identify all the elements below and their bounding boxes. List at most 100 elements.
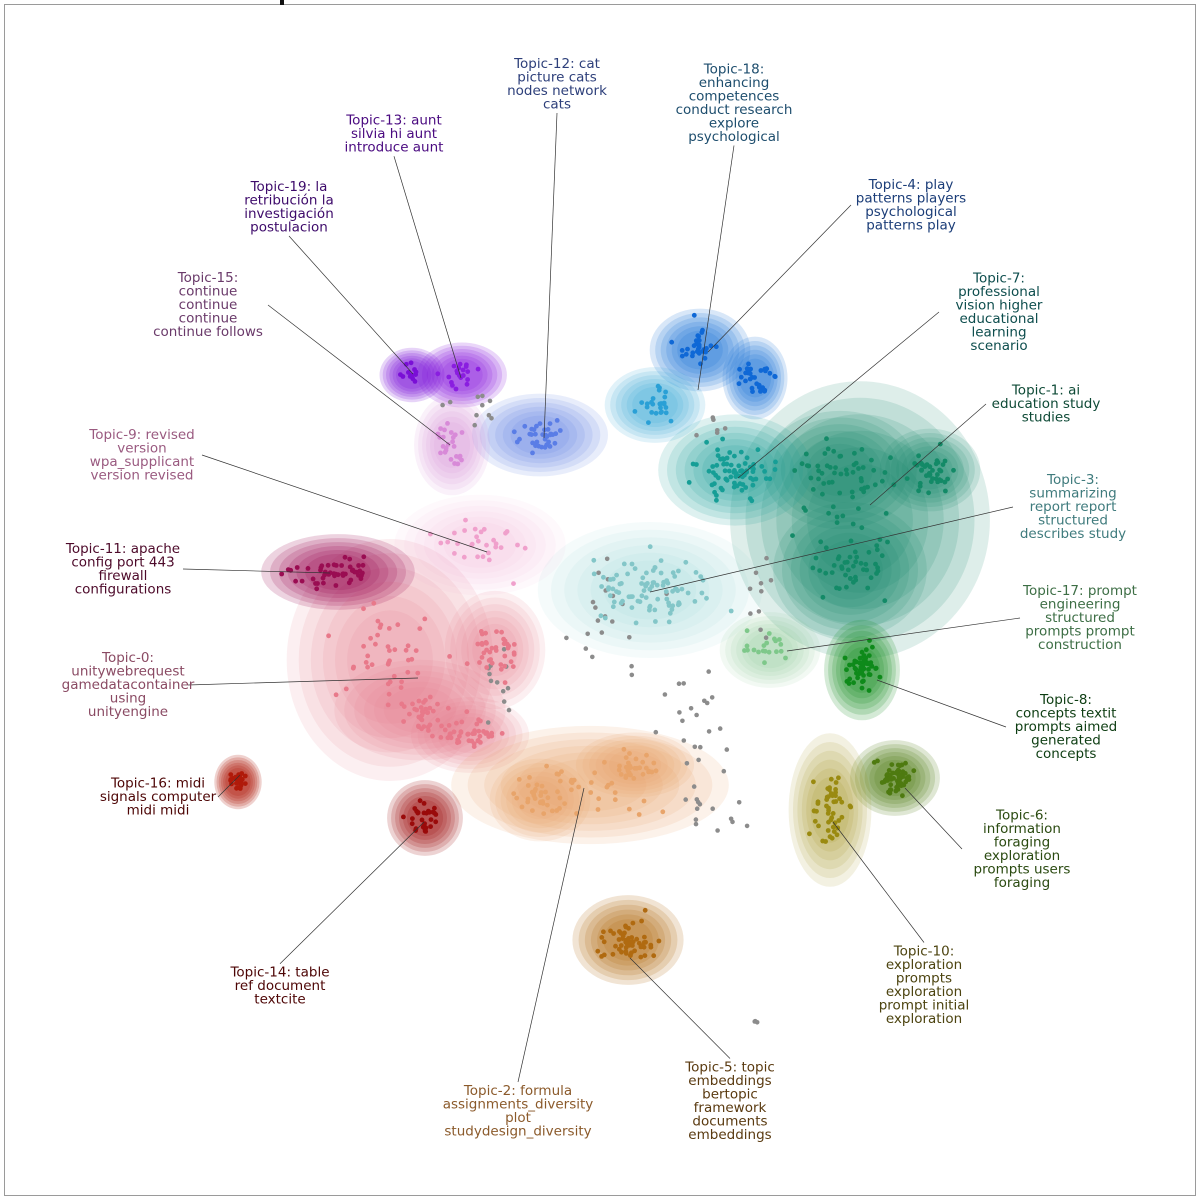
topic-1-point xyxy=(821,481,827,486)
topic-1-point xyxy=(844,584,849,590)
outlier-point xyxy=(711,417,716,423)
topic-10-point xyxy=(848,804,854,810)
topic-0-point xyxy=(508,659,514,665)
topic-1-point xyxy=(834,585,839,591)
topic-15-point xyxy=(450,439,455,445)
topic-2-label-line: studydesign_diversity xyxy=(444,1123,591,1139)
topic-1-point xyxy=(843,467,849,473)
outlier-point xyxy=(629,663,634,669)
topic-0-point xyxy=(365,664,370,670)
topic-1-point xyxy=(810,487,816,492)
topic-9-point xyxy=(475,554,480,560)
topic-18-point xyxy=(663,410,669,416)
topic-1-point xyxy=(874,543,880,548)
topic-11-point xyxy=(360,562,366,568)
outlier-point xyxy=(590,599,596,605)
topic-16-point xyxy=(239,771,245,776)
outlier-point xyxy=(488,678,494,684)
topic-14-point xyxy=(415,810,421,816)
outlier-point xyxy=(702,698,707,704)
topic-2-point xyxy=(640,771,646,777)
topic-12-point xyxy=(533,431,538,437)
topic-15-point xyxy=(452,432,458,438)
topic-9-point xyxy=(480,554,486,560)
topic-14-point xyxy=(433,812,439,817)
topic-1-point xyxy=(850,521,856,527)
topic-3-point xyxy=(591,571,597,577)
topic-0-point xyxy=(501,636,506,642)
topic-5-point xyxy=(616,946,622,952)
topic-0-point xyxy=(494,629,499,634)
outlier-point xyxy=(722,426,728,431)
topic-0-point xyxy=(502,680,508,685)
topic-11-point xyxy=(347,556,353,562)
topic-2-point xyxy=(617,763,622,769)
outlier-point xyxy=(610,619,615,624)
topic-0-point xyxy=(419,717,425,723)
topic-0-point xyxy=(455,740,460,746)
topic-7-point xyxy=(736,463,742,469)
topic-7-point xyxy=(714,497,719,503)
topic-7-point xyxy=(732,453,737,459)
topic-2-point xyxy=(618,772,624,777)
topic-0-point xyxy=(413,648,419,653)
topic-5-point xyxy=(595,948,601,954)
topic-18-point xyxy=(659,409,664,415)
topic-7-point xyxy=(762,469,767,474)
topic-17-label-line: structured xyxy=(1045,610,1115,626)
topic-points xyxy=(228,312,956,960)
topic-18-point xyxy=(639,400,645,405)
outlier-point xyxy=(629,672,635,678)
topic-14-point xyxy=(422,828,428,834)
topic-1-point xyxy=(823,545,829,551)
outlier-point xyxy=(748,611,753,616)
outlier-point xyxy=(692,744,698,750)
outlier-point xyxy=(485,720,491,725)
topic-1-point xyxy=(852,450,857,456)
topic-7-point xyxy=(763,476,769,481)
topic-0-point xyxy=(409,656,415,662)
topic-19-leader-line xyxy=(288,235,414,375)
outlier-point xyxy=(596,570,601,576)
topic-14-point xyxy=(409,821,415,827)
title-fragment xyxy=(280,0,284,5)
topic-0-point xyxy=(435,701,440,707)
topic-18-point xyxy=(653,410,659,416)
topic-7-point xyxy=(742,461,748,466)
topic-5-point xyxy=(642,907,648,913)
topic-12-point xyxy=(511,429,517,435)
topic-0-point xyxy=(475,641,481,647)
topic-1-density-0-6 xyxy=(730,381,990,659)
topic-10-point xyxy=(828,776,834,782)
topic-0-point xyxy=(446,723,452,728)
topic-1-point xyxy=(852,549,858,555)
topic-10-label-line: Topic-10: xyxy=(893,943,955,959)
topic-11-point xyxy=(333,583,339,588)
topic-1-density-1-2 xyxy=(798,437,882,503)
topic-6-point xyxy=(888,782,894,788)
outlier-point xyxy=(691,784,697,789)
topic-15-leader-line xyxy=(267,304,451,446)
topic-5-leader-line xyxy=(629,957,731,1059)
outlier-point xyxy=(683,797,688,802)
topic-9-point xyxy=(462,528,467,533)
topic-3-point xyxy=(621,561,627,567)
topic-15-density-0-4 xyxy=(422,405,482,485)
topic-3-point xyxy=(641,588,647,593)
topic-3-point xyxy=(658,558,664,563)
topic-13-label-line: silvia hi aunt xyxy=(351,126,437,142)
topic-0-point xyxy=(371,600,377,606)
topic-4-point xyxy=(767,370,773,376)
plot-frame xyxy=(4,4,1196,1196)
topic-9-point xyxy=(475,538,481,544)
topic-3-point xyxy=(676,568,681,574)
outlier-point xyxy=(697,802,703,807)
topic-0-point xyxy=(481,729,486,734)
topic-7-point xyxy=(712,489,717,495)
topic-17-point xyxy=(751,647,757,653)
topic-3-point xyxy=(598,613,604,619)
topic-17-point xyxy=(773,638,778,644)
